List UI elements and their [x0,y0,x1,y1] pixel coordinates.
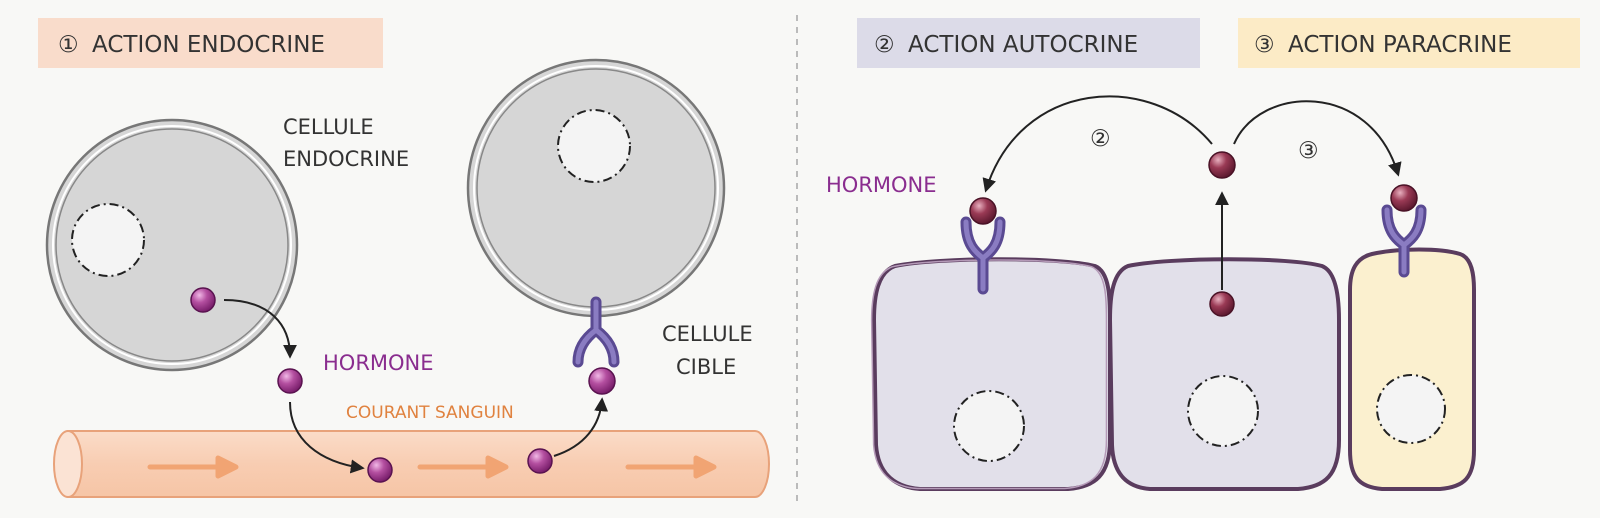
hormone-in-blood-2 [527,448,553,474]
hormone-label-left: HORMONE [323,351,434,375]
paracrine-arrow [1233,100,1402,177]
cellule-cible-label-2: CIBLE [676,355,736,379]
flow-arrow-1 [147,455,239,479]
hormone-in-cell [190,287,216,313]
paracrine-cell-nucleus [1376,374,1446,444]
flow-arrow-3 [625,455,717,479]
autocrine-number: ② [874,32,895,58]
autocrine-cell-left [870,257,1112,491]
hormone-label-right: HORMONE [826,173,937,197]
hormone-bound-paracrine [1390,184,1418,212]
flow-arrow-2 [417,455,509,479]
hormone-secreted [1208,151,1236,179]
hormone-path-arrow-3 [553,397,609,457]
cellule-endocrine-label-1: CELLULE [283,115,374,139]
target-cell-nucleus [557,109,631,183]
autocrine-arrow-number: ② [1090,126,1111,152]
hormone-in-secreting-cell [1209,291,1235,317]
paracrine-target-cell [1348,247,1476,491]
blood-vessel [53,430,770,498]
autocrine-cell-center [1107,257,1341,491]
hormone-released [277,368,303,394]
paracrine-arrow-number: ③ [1298,138,1319,164]
hormone-in-blood-1 [367,457,393,483]
autocrine-title: ACTION AUTOCRINE [908,32,1138,58]
cellule-endocrine-label-2: ENDOCRINE [283,147,409,171]
hormone-bound-target [588,367,616,395]
hormone-path-arrow-1 [223,299,297,359]
receptor-autocrine [960,216,1006,295]
autocrine-arrow [982,95,1213,193]
autocrine-title-badge [857,18,1200,68]
endocrine-number: ① [58,32,79,58]
target-cell [466,58,726,318]
cell-center-nucleus [1187,375,1259,447]
endocrine-title: ACTION ENDOCRINE [92,32,325,58]
cellule-cible-label-1: CELLULE [662,322,753,346]
hormone-path-arrow-2 [289,401,365,474]
endocrine-cell [45,118,299,372]
paracrine-title-badge [1238,18,1580,68]
endocrine-title-badge [38,18,383,68]
endocrine-cell-nucleus [71,203,145,277]
paracrine-number: ③ [1254,32,1275,58]
receptor-target-cell [572,296,620,368]
hormone-bound-autocrine [969,197,997,225]
cell-left-nucleus [953,390,1025,462]
courant-sanguin-label: COURANT SANGUIN [346,403,514,423]
receptor-paracrine [1381,204,1427,278]
paracrine-title: ACTION PARACRINE [1288,32,1512,58]
